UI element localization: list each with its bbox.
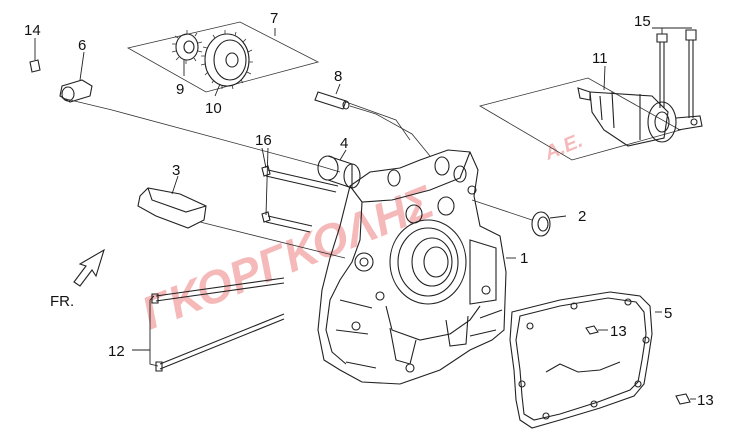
- callout-5: 5: [664, 305, 672, 322]
- callout-15: 15: [634, 13, 651, 30]
- gear-9: [171, 30, 203, 64]
- callout-6: 6: [78, 37, 86, 54]
- starter-motor-11: [577, 87, 703, 147]
- pin-8: [314, 83, 350, 110]
- studs-12: [132, 277, 285, 372]
- bolts-16: [261, 147, 339, 233]
- crankcase-1: [317, 149, 516, 385]
- callout-labels: 1 2 3 4 5 6 7 8 9 10 11 12 13 13 14 15 1…: [24, 10, 714, 409]
- callout-10: 10: [205, 100, 222, 117]
- bolt-15b: [685, 29, 697, 118]
- clip-6: [59, 51, 93, 103]
- callout-3: 3: [172, 162, 180, 179]
- direction-label: FR.: [50, 293, 74, 310]
- bolt-15a: [656, 33, 668, 108]
- bolt-16b: [261, 211, 313, 233]
- callout-4: 4: [340, 135, 348, 152]
- bolt-16a: [261, 165, 339, 193]
- starter-motor-panel: [478, 65, 703, 161]
- callout-14: 14: [24, 22, 41, 39]
- bolts-15: [652, 27, 697, 118]
- gasket-5: [509, 291, 662, 429]
- callout-2: 2: [578, 208, 586, 225]
- pin-14: [29, 38, 41, 73]
- dowel-4: [317, 149, 361, 189]
- callout-8: 8: [334, 68, 342, 85]
- callout-11: 11: [592, 50, 608, 67]
- gear-assembly-panel: [126, 21, 320, 97]
- callout-13-upper: 13: [610, 323, 627, 340]
- watermark-suffix: A.E.: [541, 130, 586, 165]
- oil-seal-2: [471, 199, 567, 237]
- gear-10: [200, 30, 253, 90]
- guide-3: [137, 175, 346, 259]
- callout-13-lower: 13: [697, 392, 714, 409]
- stud-12b: [155, 313, 285, 372]
- stud-12a: [151, 277, 285, 304]
- dowel-13a: [585, 325, 608, 335]
- callout-12: 12: [108, 343, 125, 360]
- callout-16: 16: [255, 132, 272, 149]
- callout-7: 7: [270, 10, 278, 27]
- callout-9: 9: [176, 81, 184, 98]
- front-direction-arrow: FR.: [50, 248, 105, 310]
- dowel-13b: [675, 393, 696, 405]
- callout-1: 1: [520, 250, 528, 267]
